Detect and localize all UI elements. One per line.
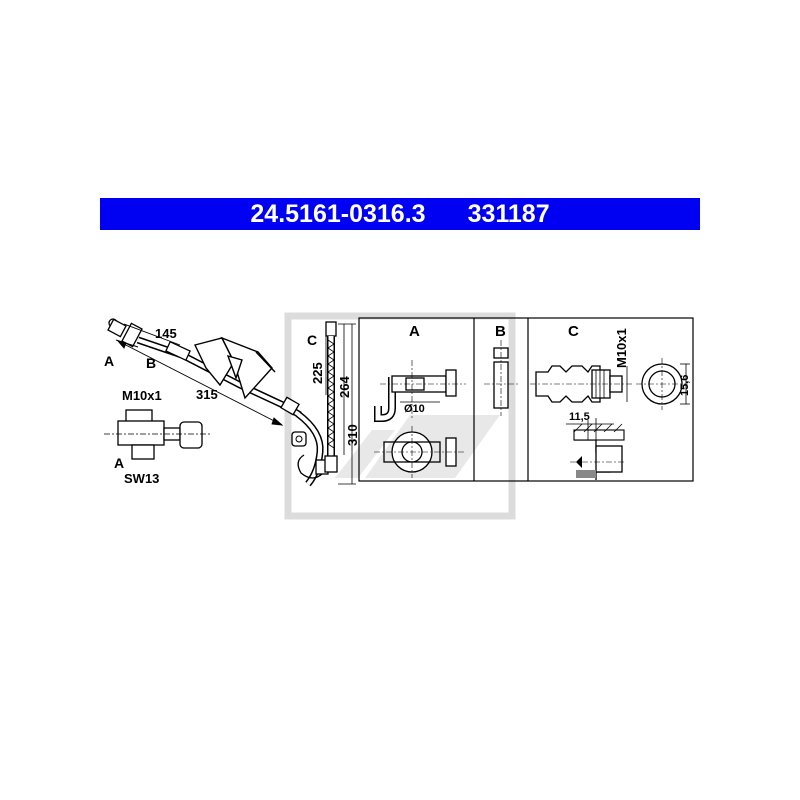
detail-c-dim-11-5: 11,5 [569,411,590,423]
dimension-145: 145 [155,326,177,341]
detail-a-title: A [409,323,420,340]
detail-c-thread: M10x1 [614,328,629,368]
header-bar: 24.5161-0316.3 331187 [100,198,700,230]
detail-b-drawing [484,340,518,416]
label-b-main: B [146,355,156,371]
label-c-side: C [307,332,317,348]
detail-c-drawing [530,358,690,480]
reference-number: 331187 [467,199,550,228]
watermark-logo [284,312,516,520]
detail-c-dim-15-6: 15,6 [679,375,691,396]
detail-a-diameter: Ø10 [404,403,425,415]
mounting-bracket [194,336,276,400]
detail-b-title: B [495,323,506,340]
fitting-detail [104,409,210,460]
side-view-c [324,321,356,485]
dimension-264: 264 [337,376,352,398]
dimension-lines-main [116,323,284,426]
dimension-225: 225 [310,362,325,384]
detail-a-drawing [374,360,466,478]
label-a-detail: A [114,455,124,471]
part-number: 24.5161-0316.3 [250,199,426,228]
label-a-main: A [104,353,114,369]
dimension-315: 315 [196,387,218,402]
dimension-310: 310 [345,424,360,446]
detail-c-title: C [568,323,579,340]
wrench-size-label: SW13 [124,471,159,486]
brake-hose-main-view [107,318,329,487]
detail-panels-frame [358,317,694,482]
thread-label-detail: M10x1 [122,388,162,403]
